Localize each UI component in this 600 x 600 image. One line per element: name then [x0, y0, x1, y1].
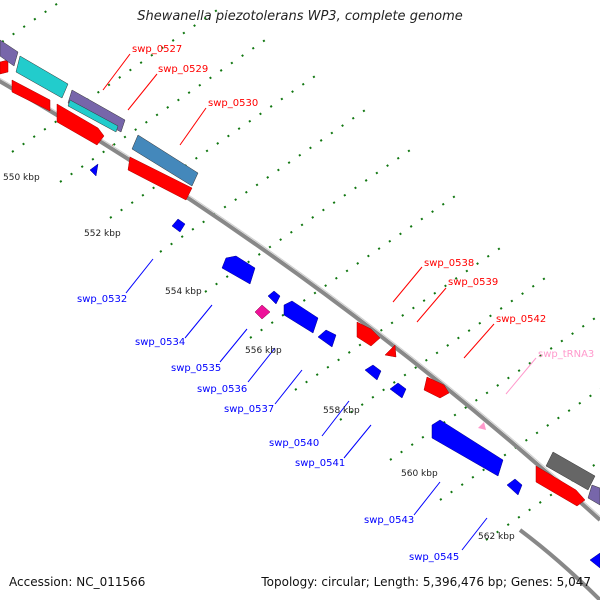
gene-arrow — [0, 59, 9, 75]
cluster-genes — [0, 39, 600, 506]
scale-tick-label: 556 kbp — [245, 346, 282, 356]
gene-label[interactable]: swp_0535 — [171, 363, 221, 374]
label-leaders — [102, 53, 537, 551]
accession-label: Accession: NC_011566 — [9, 575, 146, 589]
gene-arrow — [56, 103, 105, 146]
gene-label[interactable]: swp_0541 — [295, 458, 345, 469]
magenta-gene — [254, 304, 271, 320]
scale-tick-label: 554 kbp — [165, 287, 202, 297]
gene-label[interactable]: swp_0540 — [269, 438, 319, 449]
gene-label[interactable]: swp_tRNA3 — [538, 349, 594, 360]
gene-arrow — [267, 290, 281, 305]
gene-arrow — [389, 382, 407, 399]
reverse-genes — [89, 163, 600, 569]
scale-labels: 550 kbp 552 kbp 554 kbp 556 kbp 558 kbp … — [3, 173, 515, 542]
gene-arrow — [283, 300, 319, 334]
gene-arrow — [127, 156, 193, 201]
scale-tick-label: 550 kbp — [3, 173, 40, 183]
gene-arrow — [0, 39, 19, 67]
gene-arrow — [221, 255, 256, 285]
gene-arrow — [67, 99, 119, 133]
gene-arrow — [535, 465, 586, 507]
other-features — [254, 304, 486, 430]
backbone-lower — [518, 528, 600, 600]
gene-arrow — [589, 552, 600, 569]
gene-arrow — [545, 451, 596, 491]
gene-arrow — [384, 344, 397, 358]
gene-label[interactable]: swp_0539 — [448, 277, 498, 288]
gene-label[interactable]: swp_0527 — [132, 44, 182, 55]
gene-arrow — [423, 376, 450, 399]
gene-label[interactable]: swp_0538 — [424, 258, 474, 269]
gene-arrow — [67, 89, 126, 133]
gene-arrow — [587, 484, 600, 506]
gene-arrow — [506, 478, 523, 496]
gene-label[interactable]: swp_0532 — [77, 294, 127, 305]
gene-label[interactable]: swp_0543 — [364, 515, 414, 526]
gene-label[interactable]: swp_0534 — [135, 337, 185, 348]
gene-arrow — [11, 79, 51, 112]
gene-label[interactable]: swp_0542 — [496, 314, 546, 325]
gene-arrow — [317, 329, 337, 348]
scale-tick-label: 558 kbp — [323, 406, 360, 416]
gene-arrow — [131, 134, 199, 187]
gene-label[interactable]: swp_0530 — [208, 98, 258, 109]
gene-arrow — [356, 321, 381, 347]
genome-info-label: Topology: circular; Length: 5,396,476 bp… — [261, 575, 591, 589]
gene-arrow — [171, 218, 186, 233]
gene-label[interactable]: swp_0545 — [409, 552, 459, 563]
gene-label[interactable]: swp_0536 — [197, 384, 247, 395]
gene-arrow — [364, 364, 382, 381]
scale-tick-label: 562 kbp — [478, 532, 515, 542]
gene-label[interactable]: swp_0537 — [224, 404, 274, 415]
gene-arrow — [431, 419, 504, 477]
scale-tick-label: 560 kbp — [401, 469, 438, 479]
map-title: Shewanella piezotolerans WP3, complete g… — [137, 9, 463, 24]
forward-genes — [0, 59, 586, 507]
gene-label[interactable]: swp_0529 — [158, 64, 208, 75]
scale-tick-label: 552 kbp — [84, 229, 121, 239]
gene-arrow — [89, 163, 99, 177]
trna-feature — [478, 422, 486, 430]
gene-arrow — [15, 55, 69, 99]
gene-labels: swp_0527 swp_0529 swp_0530 swp_0538 swp_… — [77, 44, 594, 563]
